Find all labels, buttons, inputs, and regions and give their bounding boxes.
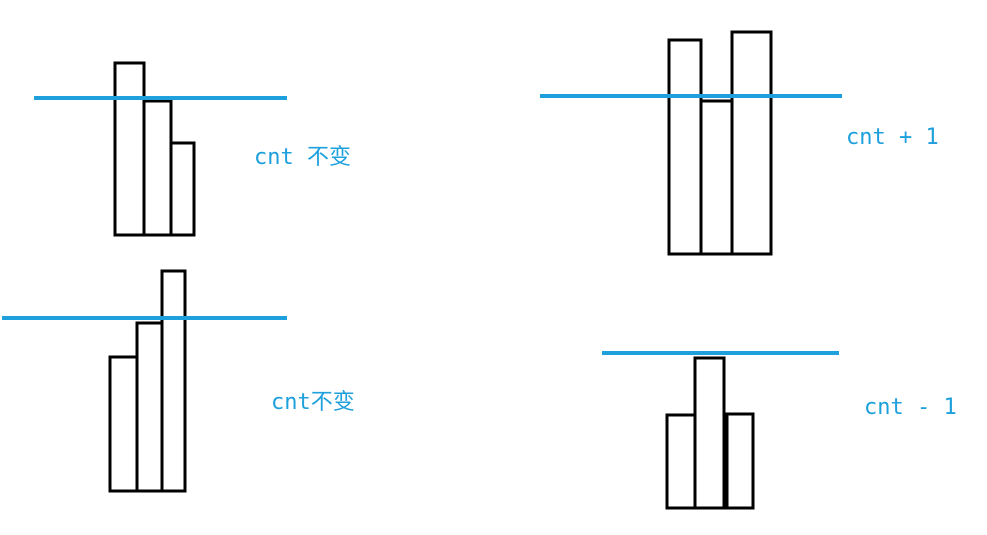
bar xyxy=(113,61,146,237)
panel-label: cnt + 1 xyxy=(846,125,939,150)
bar xyxy=(665,413,697,510)
bar xyxy=(135,321,164,493)
bar xyxy=(667,38,703,256)
panel-label: cnt - 1 xyxy=(864,395,957,420)
panel-top-right: cnt + 1 xyxy=(540,30,939,256)
bar xyxy=(108,355,139,493)
panel-bottom-right: cnt - 1 xyxy=(602,351,957,510)
bar xyxy=(693,356,726,510)
panel-top-left: cnt 不变 xyxy=(34,61,351,237)
bar xyxy=(730,30,773,256)
bar xyxy=(725,412,755,510)
bar xyxy=(699,99,734,256)
panel-label: cnt 不变 xyxy=(254,145,351,170)
panel-bottom-left: cnt不变 xyxy=(2,269,355,493)
bar xyxy=(160,269,187,493)
panel-label: cnt不变 xyxy=(271,390,355,415)
bar xyxy=(142,99,173,237)
bar xyxy=(169,141,196,237)
